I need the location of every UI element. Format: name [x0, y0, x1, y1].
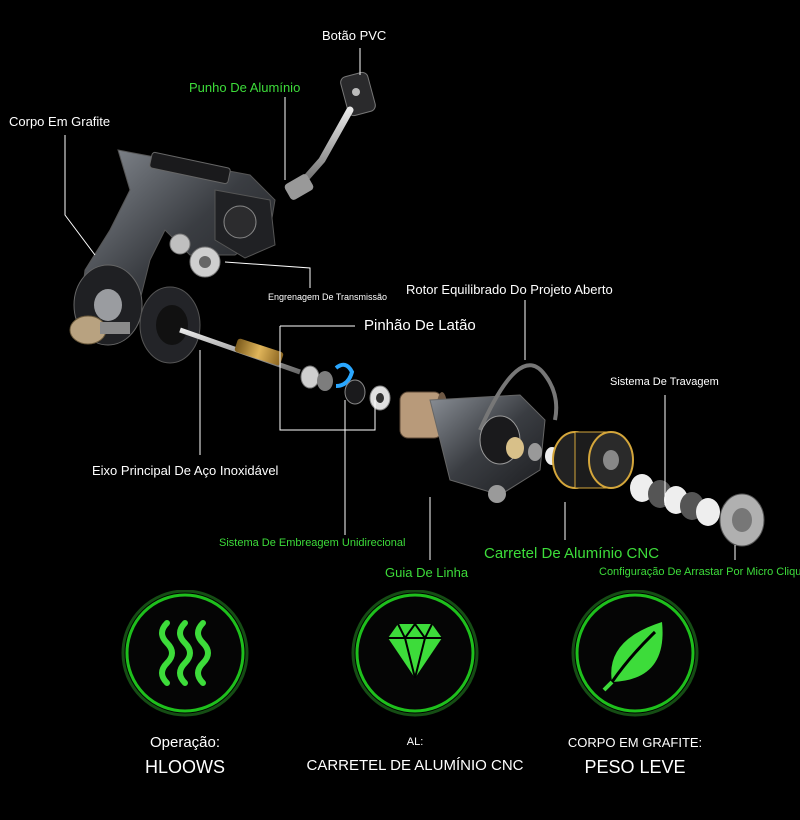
handle-assembly — [284, 71, 376, 200]
side-knob — [69, 315, 130, 345]
feature-circle-2 — [351, 590, 479, 717]
feature-circle-3 — [571, 590, 699, 717]
label-embreagem: Sistema De Embreagem Unidirecional — [219, 537, 406, 549]
label-guia: Guia De Linha — [385, 565, 469, 580]
leaf-icon — [602, 622, 663, 692]
callout-lines — [64, 48, 736, 560]
label-corpo-grafite: Corpo Em Grafite — [9, 114, 111, 129]
label-pinhao: Pinhão De Latão — [364, 317, 476, 334]
rotor — [429, 363, 559, 503]
main-shaft — [179, 327, 301, 375]
housing — [139, 286, 201, 364]
exploded-reel-illustration — [64, 48, 765, 560]
transmission-gears — [169, 233, 221, 278]
feature-1-title: Operação: — [149, 734, 221, 751]
feature-1-value: HLOOWS — [144, 757, 225, 777]
drag-washers — [630, 474, 720, 526]
feature-3-value: PESO LEVE — [584, 757, 686, 777]
feature-2-title: AL: — [406, 736, 424, 748]
label-travagem: Sistema De Travagem — [610, 376, 719, 388]
product-diagram: Botão PVC Punho De Alumínio Corpo Em Gra… — [9, 28, 800, 777]
heat-waves-icon — [159, 620, 211, 686]
diamond-icon — [388, 622, 442, 679]
feature-icons — [121, 590, 699, 717]
label-rotor: Rotor Equilibrado Do Projeto Aberto — [406, 282, 613, 297]
feature-2-value: CARRETEL DE ALUMÍNIO CNC — [306, 757, 524, 774]
label-carretel: Carretel De Alumínio CNC — [484, 545, 660, 562]
label-punho-aluminio: Punho De Alumínio — [189, 80, 301, 95]
feature-3-title: CORPO EM GRAFITE: — [567, 735, 703, 750]
label-engrenagem: Engrenagem De Transmissão — [268, 292, 388, 302]
drag-knob — [719, 493, 765, 547]
cnc-spool — [552, 431, 634, 489]
label-eixo: Eixo Principal De Aço Inoxidável — [92, 463, 279, 478]
label-botao-pvc: Botão PVC — [322, 28, 387, 43]
feature-circle-1 — [121, 590, 249, 717]
label-arrastar: Configuração De Arrastar Por Micro Cliqu… — [599, 566, 800, 578]
